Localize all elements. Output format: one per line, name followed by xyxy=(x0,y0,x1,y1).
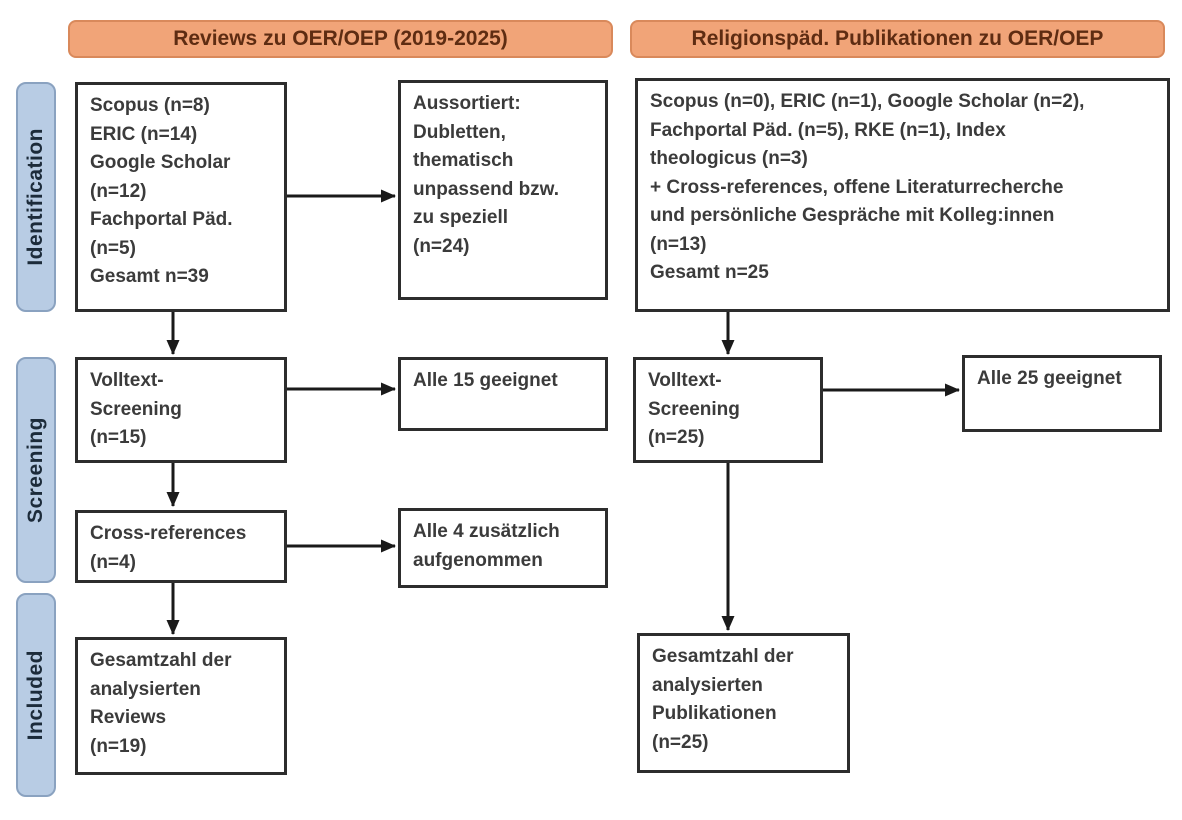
left-sources-box: Scopus (n=8) ERIC (n=14) Google Scholar … xyxy=(75,82,287,312)
left-excluded-box: Aussortiert: Dubletten, thematisch unpas… xyxy=(398,80,608,300)
column-header-religionspaed: Religionspäd. Publikationen zu OER/OEP xyxy=(630,20,1165,58)
left-cross-references-result-box: Alle 4 zusätzlich aufgenommen xyxy=(398,508,608,588)
stage-identification: Identification xyxy=(16,82,56,312)
stage-identification-label: Identification xyxy=(24,128,47,266)
left-included-total-box: Gesamtzahl der analysierten Reviews (n=1… xyxy=(75,637,287,775)
stage-included: Included xyxy=(16,593,56,797)
right-screening-result-box: Alle 25 geeignet xyxy=(962,355,1162,432)
stage-included-label: Included xyxy=(24,649,47,741)
left-fulltext-screening-box: Volltext- Screening (n=15) xyxy=(75,357,287,463)
stage-screening-label: Screening xyxy=(24,416,47,524)
right-included-total-box: Gesamtzahl der analysierten Publikatione… xyxy=(637,633,850,773)
right-fulltext-screening-box: Volltext- Screening (n=25) xyxy=(633,357,823,463)
stage-screening: Screening xyxy=(16,357,56,583)
left-screening-result-box: Alle 15 geeignet xyxy=(398,357,608,431)
right-sources-box: Scopus (n=0), ERIC (n=1), Google Scholar… xyxy=(635,78,1170,312)
column-header-reviews: Reviews zu OER/OEP (2019-2025) xyxy=(68,20,613,58)
left-cross-references-box: Cross-references (n=4) xyxy=(75,510,287,583)
